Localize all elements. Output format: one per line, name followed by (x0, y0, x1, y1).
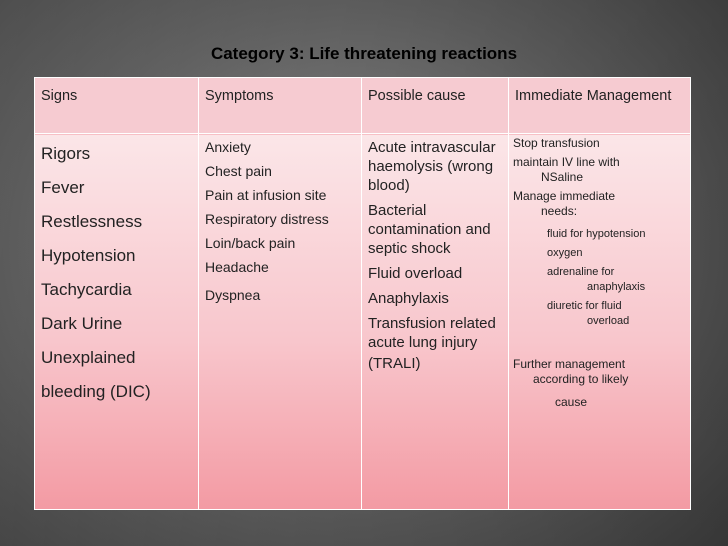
cause-item: (TRALI) (368, 355, 421, 372)
cause-item: Fluid overload (368, 265, 463, 282)
sign-item: bleeding (DIC) (41, 382, 151, 401)
sign-item: Hypotension (41, 246, 136, 265)
causes-list: Acute intravascular haemolysis (wrong bl… (362, 134, 508, 373)
management-item: maintain IV line with (513, 155, 620, 169)
symptom-item: Headache (205, 259, 269, 275)
header-possible-cause: Possible cause (361, 77, 509, 134)
management-item: according to likely (533, 372, 629, 386)
sign-item: Dark Urine (41, 314, 123, 333)
sign-item: Fever (41, 178, 85, 197)
management-subitem-text: overload (587, 315, 630, 327)
signs-list: Rigors Fever Restlessness Hypotension Ta… (35, 134, 198, 409)
symptom-item: Anxiety (205, 139, 251, 155)
symptoms-list: Anxiety Chest pain Pain at infusion site… (199, 134, 361, 304)
slide-title: Category 3: Life threatening reactions (210, 44, 518, 63)
table-header-row: Signs Symptoms Possible cause Immediate … (34, 77, 691, 134)
sign-item: Unexplained (41, 348, 136, 367)
management-item: NSaline (541, 170, 584, 184)
sign-item: Rigors (41, 144, 91, 163)
symptom-item: Pain at infusion site (205, 187, 327, 203)
symptom-item: Chest pain (205, 163, 272, 179)
management-list: Stop transfusion maintain IV line with N… (509, 134, 690, 410)
signs-cell: Rigors Fever Restlessness Hypotension Ta… (34, 133, 199, 510)
cause-item: Acute intravascular haemolysis (wrong bl… (368, 139, 496, 194)
management-item: Further management (513, 357, 626, 371)
management-subitem: oxygen (547, 247, 583, 259)
management-item: cause (555, 395, 588, 409)
cause-item: Bacterial contamination and septic shock (368, 202, 491, 257)
header-signs: Signs (34, 77, 199, 134)
management-cell: Stop transfusion maintain IV line with N… (508, 133, 691, 510)
management-item: Manage immediate (513, 189, 616, 203)
management-subitem: adrenaline for anaphylaxis (513, 265, 690, 295)
header-immediate-management: Immediate Management (508, 77, 691, 134)
symptoms-cell: Anxiety Chest pain Pain at infusion site… (198, 133, 362, 510)
causes-cell: Acute intravascular haemolysis (wrong bl… (361, 133, 509, 510)
symptom-item: Dyspnea (205, 287, 261, 303)
management-subitem: fluid for hypotension (547, 228, 646, 240)
cause-item: Transfusion related acute lung injury (368, 315, 496, 351)
management-subitem-text: diuretic for fluid (547, 300, 622, 312)
sign-item: Tachycardia (41, 280, 132, 299)
symptom-item: Loin/back pain (205, 235, 296, 251)
management-item: Stop transfusion (513, 136, 600, 150)
symptom-item: Respiratory distress (205, 211, 329, 227)
management-subitem-text: anaphylaxis (587, 281, 646, 293)
reactions-table: Signs Symptoms Possible cause Immediate … (34, 77, 691, 510)
table-body-row: Rigors Fever Restlessness Hypotension Ta… (34, 133, 691, 510)
cause-item: Anaphylaxis (368, 290, 449, 307)
management-item: needs: (541, 204, 578, 218)
management-subitem: diuretic for fluid overload (513, 299, 690, 329)
header-symptoms: Symptoms (198, 77, 362, 134)
sign-item: Restlessness (41, 212, 143, 231)
management-subitem-text: adrenaline for (547, 266, 615, 278)
